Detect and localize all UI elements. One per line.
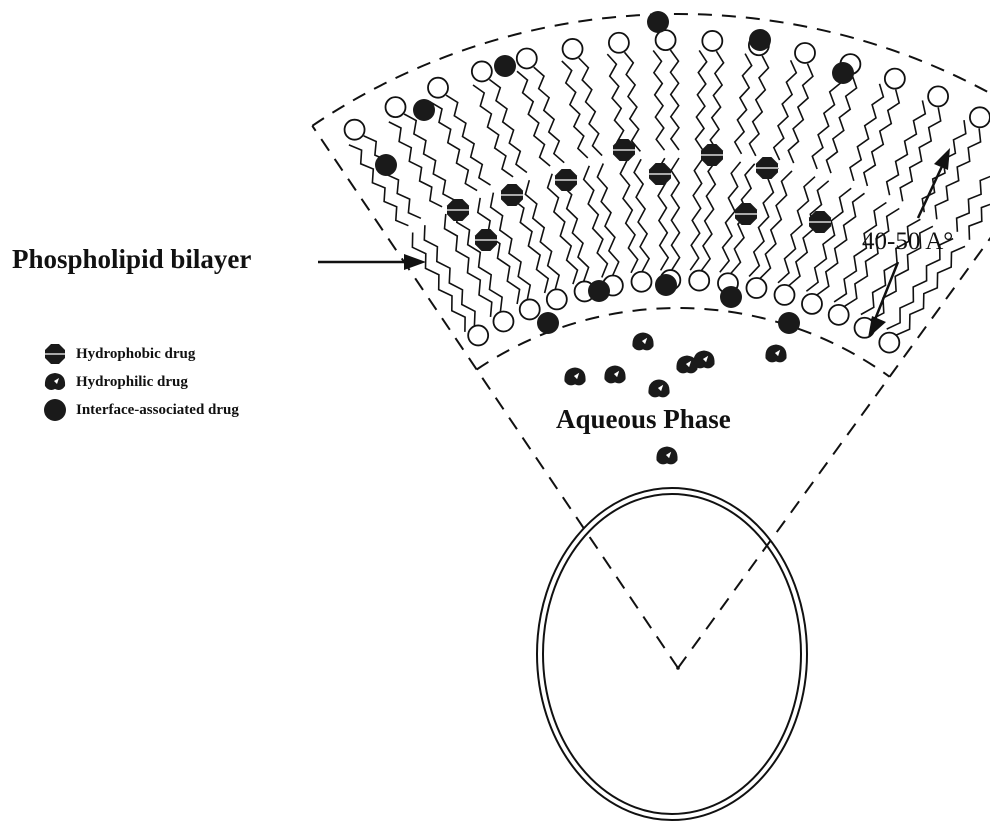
hydrophobic-drug-icon [42, 343, 68, 365]
legend-item: Hydrophobic drug [42, 340, 239, 368]
legend-label: Interface-associated drug [76, 402, 239, 419]
interface-drug-icon [42, 399, 68, 421]
liposome-vesicle [537, 488, 807, 820]
hydrophilic-drug-icon [42, 371, 68, 393]
legend-item: Interface-associated drug [42, 396, 239, 424]
phospholipid-molecules [345, 30, 990, 352]
legend-label: Hydrophilic drug [76, 374, 188, 391]
legend-item: Hydrophilic drug [42, 368, 239, 396]
thickness-label: 40-50 A° [862, 228, 953, 256]
legend-label: Hydrophobic drug [76, 346, 195, 363]
legend: Hydrophobic drug Hydrophilic drug Interf… [42, 340, 239, 424]
bilayer-pointer-arrow [318, 254, 426, 270]
aqueous-phase-label: Aqueous Phase [556, 404, 731, 435]
bilayer-label: Phospholipid bilayer [12, 244, 251, 275]
